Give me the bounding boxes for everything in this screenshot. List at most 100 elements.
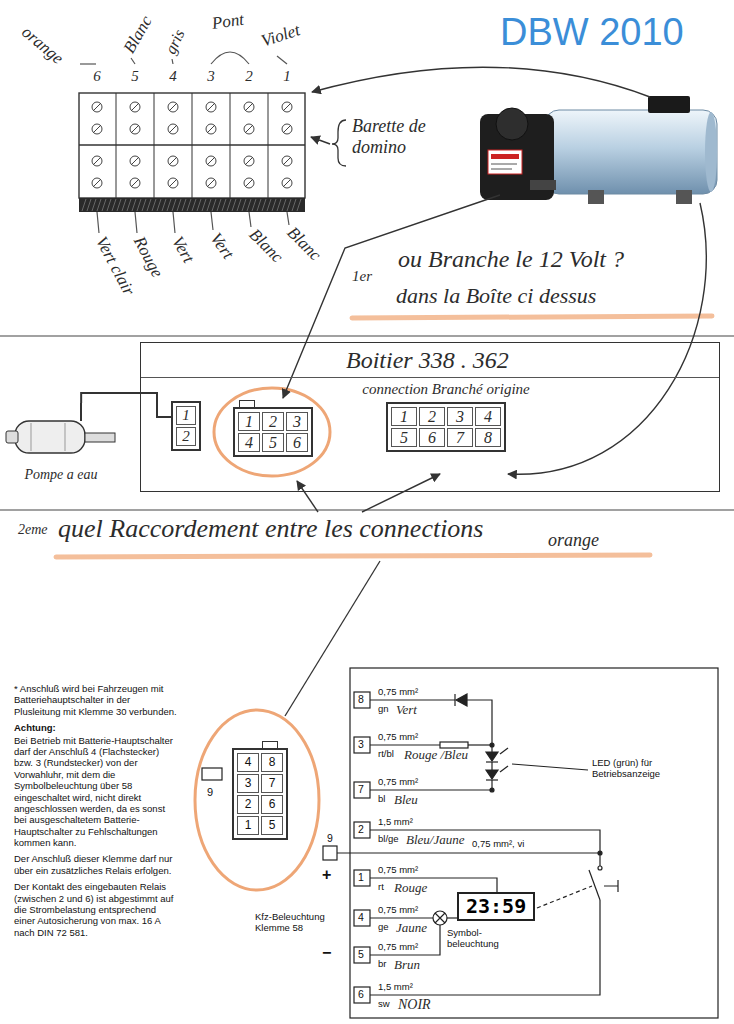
terminal-strip [282, 156, 292, 166]
wire-colour-label: Rouge [129, 233, 167, 281]
connector-heading: connection Branché origine [361, 381, 531, 398]
terminal-strip [93, 125, 101, 133]
polarity-sign: + [322, 866, 331, 884]
wiring-diagram [456, 694, 467, 706]
terminal-strip [244, 178, 254, 188]
terminal-strip [169, 125, 177, 133]
orange-highlight [352, 316, 712, 318]
diagram-title: DBW 2010 [500, 12, 684, 54]
terminal-strip [237, 199, 241, 211]
heater-illustration [480, 96, 717, 204]
terminal-strip [207, 179, 215, 187]
pump-connector: 12 [171, 401, 201, 451]
question-text: dans la Boîte ci dessus [396, 283, 596, 308]
pointer-arrow [311, 137, 330, 144]
terminal-number: 6 [358, 988, 364, 1000]
terminal-strip [277, 199, 281, 211]
wire-code: rt [378, 882, 384, 893]
pin-number: 7 [447, 428, 473, 447]
terminal-strip [244, 124, 254, 134]
wire-colour-label: Rouge [394, 881, 427, 896]
pin-number: 8 [475, 428, 501, 447]
terminal-number: 9 [327, 832, 333, 844]
terminal-strip [116, 93, 117, 198]
terminal-strip [212, 199, 216, 211]
question-text: ou Branche le 12 Volt ? [398, 246, 624, 274]
terminal-strip [245, 125, 253, 133]
wire-sketch [135, 212, 137, 233]
wiring-diagram [202, 768, 222, 780]
heater-illustration [496, 108, 528, 140]
wiring-diagram [598, 866, 602, 870]
pointer-arrow [297, 481, 318, 512]
heater-illustration [648, 96, 690, 113]
note-column: * Anschluß wird bei Fahrzeugen mit Batte… [14, 683, 177, 943]
terminal-strip [87, 199, 91, 211]
terminal-strip [130, 178, 140, 188]
connector-body: 123456 [233, 407, 313, 457]
terminal-strip [137, 199, 141, 211]
wire-code: sw [378, 999, 390, 1010]
heater-illustration [545, 110, 717, 194]
wiring-diagram [467, 700, 492, 752]
wire-gauge: 1,5 mm² [378, 817, 413, 828]
note-text: * Anschluß wird bei Fahrzeugen mit Batte… [14, 683, 177, 717]
connector-latch [262, 741, 278, 748]
timer-display: 23:59 [457, 892, 535, 921]
terminal-strip [283, 125, 291, 133]
pin-number: 5 [391, 428, 417, 447]
note-text: Der Anschluß dieser Klemme darf nur über… [14, 853, 177, 876]
wiring-diagram [512, 764, 588, 770]
wiring-diagram [500, 748, 508, 754]
terminal-strip [297, 199, 301, 211]
terminal-strip [130, 124, 140, 134]
pin-number: 1 [237, 816, 259, 835]
pin-number: 8 [261, 753, 283, 772]
wiring-diagram [433, 911, 447, 925]
step-number: 2eme [18, 522, 48, 538]
terminal-strip [112, 199, 116, 211]
wiring-diagram [370, 744, 440, 745]
component-label: LED (grün) für Betriebsanzeige [592, 758, 696, 780]
terminal-strip [131, 179, 139, 187]
terminal-strip [147, 199, 151, 211]
warning-heading: Achtung: [14, 722, 177, 733]
pin-number: 1 [238, 412, 260, 431]
terminal-number: 4 [358, 911, 364, 923]
wiring-diagram [354, 947, 370, 963]
water-pump [15, 421, 85, 453]
wiring-diagram [604, 880, 618, 892]
wire-colour-label: orange [548, 530, 599, 551]
wire-sketch [173, 212, 175, 233]
wiring-diagram [337, 852, 600, 853]
terminal-strip [93, 103, 101, 111]
wire-sketch [172, 59, 173, 64]
terminal-strip [282, 124, 292, 134]
wiring-diagram [354, 822, 370, 838]
terminal-number: 7 [358, 783, 364, 795]
pin-number: 2 [262, 412, 284, 431]
wire-gauge: 0,75 mm², vi [472, 839, 524, 850]
connector-8-pin: connection Branché origine12345678 [361, 381, 531, 452]
terminal-strip [244, 102, 254, 112]
component-label: Symbol- beleuchtung [447, 928, 505, 950]
wiring-diagram [537, 886, 592, 908]
terminal-number: 1 [268, 66, 306, 86]
part-label: Barette de domino [352, 116, 444, 157]
wire-colour-label: Vert [206, 229, 238, 263]
terminal-strip [168, 124, 178, 134]
terminal-strip [206, 102, 216, 112]
terminal-strip [157, 199, 161, 211]
terminal-number: 5 [358, 948, 364, 960]
section-divider [0, 335, 734, 336]
wire-colour-label: gris [162, 27, 189, 57]
heater-illustration [705, 112, 717, 192]
wire-sketch [211, 52, 249, 64]
terminal-strip [82, 199, 86, 211]
wire-colour-label: Blanc [283, 223, 325, 265]
bridge-label: Pont [211, 10, 246, 34]
wire-colour-label: Bleu [394, 793, 418, 808]
wire-sketch [277, 56, 287, 64]
terminal-number-row: 654321 [78, 66, 306, 86]
